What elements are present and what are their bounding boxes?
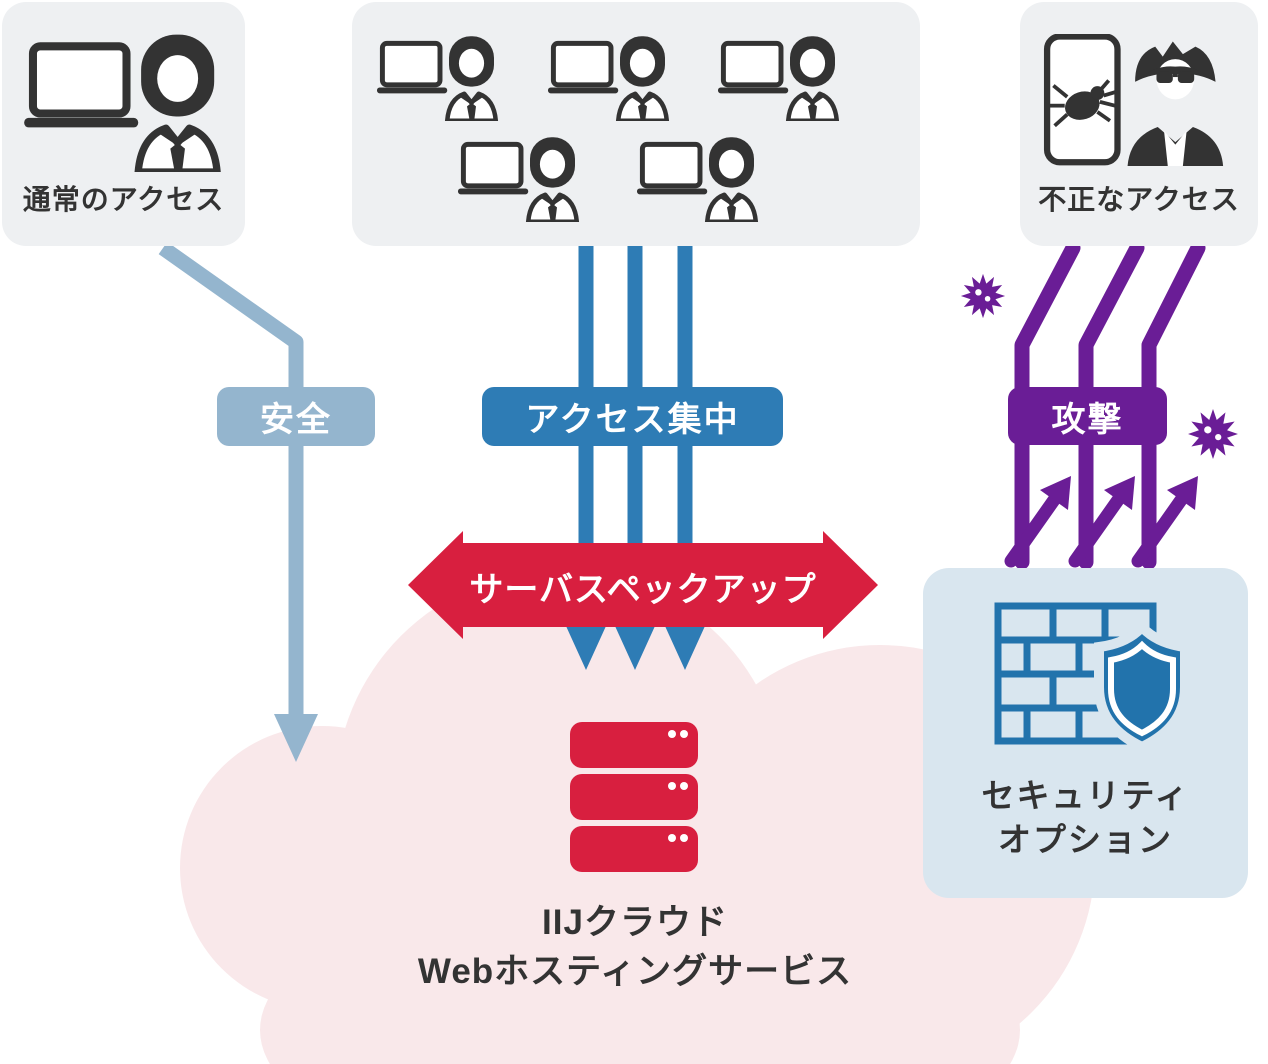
security-option-label-line1: セキュリティ [981,777,1190,814]
normal-access-panel: 通常のアクセス [2,2,245,246]
server-led [680,782,688,790]
laptop-user-icon [718,27,844,121]
server-led [668,730,676,738]
safe-label: 安全 [217,387,375,446]
server-led [680,834,688,842]
cloud-service-title: IIJクラウド Webホスティングサービス [340,898,930,996]
many-users-panel [352,2,920,246]
unauthorized-access-caption: 不正なアクセス [1038,184,1240,215]
laptop-user-icon [458,128,584,222]
hacker-phone-bug-icon [1042,34,1237,166]
virus-icon [960,273,1006,319]
server-spec-up-label: サーバスペックアップ [469,571,817,609]
security-option-label-line2: オプション [998,820,1173,858]
laptop-user-icon [377,27,503,121]
laptop-user-icon [24,20,229,172]
attack-flow-arrows [1004,240,1206,570]
server-led [668,782,676,790]
firewall-shield-icon [993,601,1193,753]
security-option-label: セキュリティ オプション [923,774,1248,861]
laptop-user-icon [637,128,763,222]
server-led [668,834,676,842]
laptop-user-icon [548,27,674,121]
safe-flow-arrow [158,241,318,762]
virus-icon [1188,409,1238,459]
deflected-attack-arrows [1004,476,1198,568]
security-option-panel: セキュリティ オプション [923,568,1248,898]
server-spec-up-arrow [408,531,878,639]
server-led [680,730,688,738]
access-concentration-label: アクセス集中 [482,387,783,446]
normal-access-caption: 通常のアクセス [22,184,225,215]
attack-label: 攻撃 [1008,387,1167,445]
server-unit [570,774,698,820]
cloud-service-title-line2: Webホスティングサービス [417,952,853,991]
cloud-service-title-line1: IIJクラウド [542,903,728,942]
server-unit [570,826,698,872]
unauthorized-access-panel: 不正なアクセス [1020,2,1258,246]
server-unit [570,722,698,768]
